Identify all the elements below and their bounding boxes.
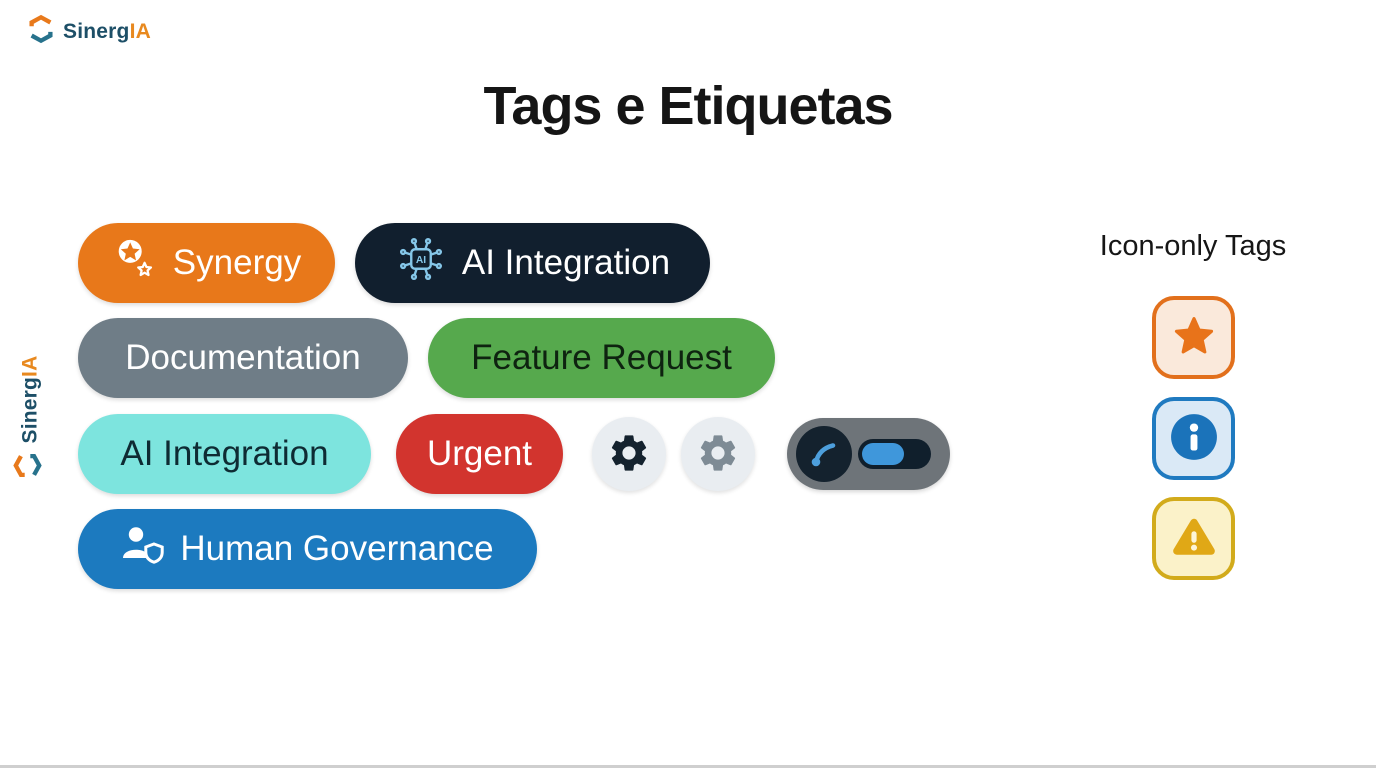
page-title: Tags e Etiquetas xyxy=(483,76,893,136)
gauge-icon xyxy=(796,426,852,482)
brand-name: SinergIA xyxy=(63,20,151,44)
tag-label: Human Governance xyxy=(180,529,494,568)
warning-icon xyxy=(1169,512,1219,565)
ai-chip-icon: AI xyxy=(395,233,447,294)
gear-icon xyxy=(607,431,651,478)
star-icon xyxy=(1170,312,1218,363)
tag-label: Urgent xyxy=(426,434,533,473)
tag-label: AI Integration xyxy=(461,243,671,282)
brand-logo: SinergIA xyxy=(26,14,151,49)
icon-tag-info[interactable] xyxy=(1152,397,1235,480)
gear-icon xyxy=(696,431,740,478)
gear-button-active[interactable] xyxy=(592,417,666,491)
icon-tag-warning[interactable] xyxy=(1152,497,1235,580)
slider-fill[interactable] xyxy=(862,443,905,465)
icon-only-heading: Icon-only Tags xyxy=(1099,230,1287,262)
brand-name-accent: IA xyxy=(129,19,151,43)
brand-mark-icon xyxy=(13,451,48,481)
tag-synergy[interactable]: Synergy xyxy=(78,223,335,303)
svg-text:AI: AI xyxy=(416,254,426,265)
tag-feature-request[interactable]: Feature Request xyxy=(428,318,775,398)
info-icon xyxy=(1169,412,1219,465)
slider-track[interactable] xyxy=(858,439,931,469)
brand-mark-icon xyxy=(26,14,56,49)
tag-human-governance[interactable]: Human Governance xyxy=(78,509,537,589)
tag-ai-integration-cyan[interactable]: AI Integration xyxy=(78,414,371,494)
tag-label: Documentation xyxy=(125,338,361,377)
gear-button-muted[interactable] xyxy=(681,417,755,491)
award-star-icon xyxy=(112,236,158,291)
tag-urgent[interactable]: Urgent xyxy=(396,414,563,494)
user-shield-icon xyxy=(121,524,165,575)
brand-name-accent: IA xyxy=(18,355,41,377)
tag-label: Feature Request xyxy=(471,338,732,377)
tag-label: AI Integration xyxy=(120,434,329,473)
icon-tag-star[interactable] xyxy=(1152,296,1235,379)
brand-name-primary: Sinerg xyxy=(18,376,41,444)
brand-logo-vertical: SinergIA xyxy=(8,331,53,481)
tag-documentation[interactable]: Documentation xyxy=(78,318,408,398)
tag-ai-integration-dark[interactable]: AI AI Integration xyxy=(355,223,710,303)
slider-tag[interactable] xyxy=(787,418,950,490)
brand-name-primary: Sinerg xyxy=(63,19,130,43)
tag-label: Synergy xyxy=(172,243,302,282)
brand-name: SinergIA xyxy=(18,356,42,444)
